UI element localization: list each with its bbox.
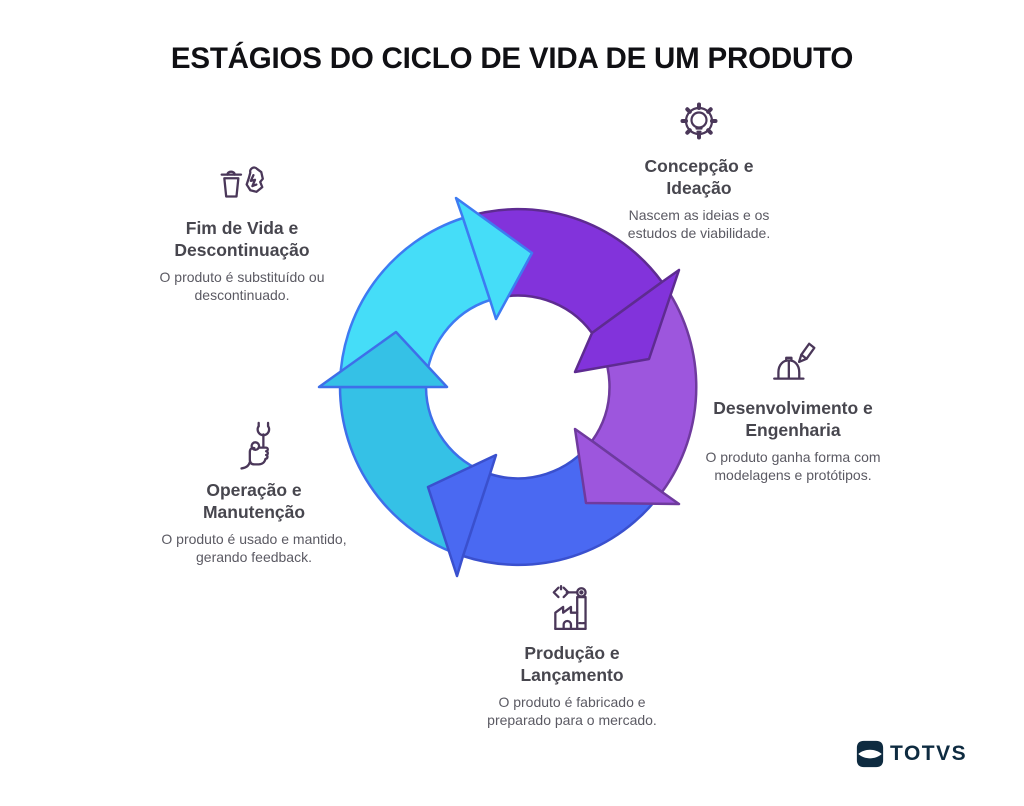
stage-description: O produto ganha forma com modelagens e p… [705,449,881,483]
cycle-arrowhead-desenvolvimento [573,427,681,506]
stage-desenvolvimento-e-engenharia: Desenvolvimento e Engenharia O produto g… [678,338,908,484]
totvs-symbol-icon [856,740,884,768]
stage-name: Operação e Manutenção [202,480,306,523]
stage-name: Produção e Lançamento [520,643,624,686]
stage-description: O produto é usado e mantido, gerando fee… [161,531,347,565]
totvs-wordmark: TOTVS [890,742,968,765]
wrench-hand-icon [240,421,271,470]
stage-description: O produto é substituído ou descontinuado… [159,269,325,303]
trash-paper-icon [220,166,264,198]
stage-name: Fim de Vida e Descontinuação [174,218,310,261]
cycle-arrowhead-producao [426,453,498,578]
stage-fim-de-vida-e-descontinuacao: Fim de Vida e Descontinuação O produto é… [117,160,367,304]
stage-name: Desenvolvimento e Engenharia [713,398,873,441]
cycle-arrowhead-operacao [317,330,449,389]
factory-crane-icon [552,584,587,630]
stage-name: Concepção e Ideação [644,156,754,199]
totvs-logo: TOTVS [855,739,967,769]
stage-description: O produto é fabricado e preparado para o… [487,694,657,728]
cycle-arrowhead-fim-de-vida [454,196,534,321]
stage-operacao-e-manutencao: Operação e Manutenção O produto é usado … [139,420,369,566]
stage-producao-e-lancamento: Produção e Lançamento O produto é fabric… [452,583,692,729]
cycle-arrowhead-concepcao [573,268,681,374]
gear-lightbulb-icon [680,102,718,140]
hardhat-pencil-icon [773,342,816,380]
stage-concepcao-e-ideacao: Concepção e Ideação Nascem as ideias e o… [589,98,809,242]
page-title: ESTÁGIOS DO CICLO DE VIDA DE UM PRODUTO [170,42,854,75]
stage-description: Nascem as ideias e os estudos de viabili… [627,207,771,241]
